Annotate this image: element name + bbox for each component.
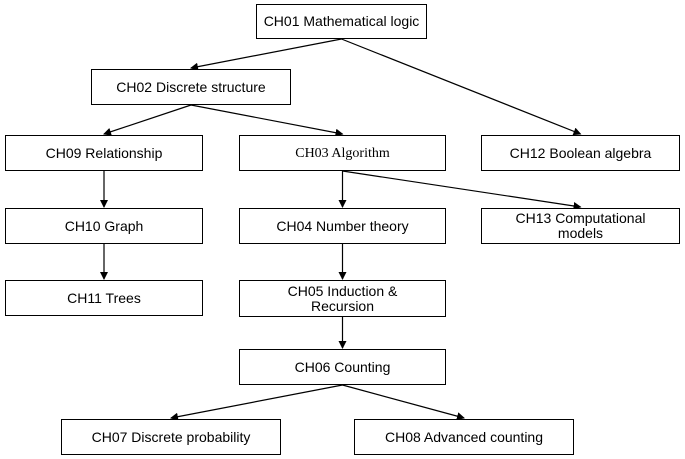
edge-ch02-to-ch09 xyxy=(103,104,192,136)
node-ch07-label: CH07 Discrete probability xyxy=(91,428,251,445)
node-ch02-discrete-structure: CH02 Discrete structure xyxy=(91,69,291,105)
node-ch13-computational-models: CH13 Computational models xyxy=(481,208,680,244)
edge-ch01-to-ch12 xyxy=(341,38,582,136)
node-ch12-label: CH12 Boolean algebra xyxy=(509,144,652,161)
node-ch06-label: CH06 Counting xyxy=(294,358,391,375)
node-ch12-boolean-algebra: CH12 Boolean algebra xyxy=(481,135,680,171)
node-ch13-label-line2: models xyxy=(557,225,604,241)
edge-ch06-to-ch07 xyxy=(170,384,343,421)
node-ch07-discrete-probability: CH07 Discrete probability xyxy=(61,419,281,455)
node-ch11-trees: CH11 Trees xyxy=(5,280,203,316)
node-ch05-label-line2: Recursion xyxy=(310,297,374,314)
node-ch03-label: CH03 Algorithm xyxy=(295,145,390,161)
node-ch13-label-line1: CH13 Computational xyxy=(515,210,646,226)
node-ch03-algorithm: CH03 Algorithm xyxy=(239,135,446,171)
node-ch05-label-line1: CH05 Induction & xyxy=(287,282,398,299)
node-ch08-label: CH08 Advanced counting xyxy=(385,428,543,445)
node-ch10-graph: CH10 Graph xyxy=(5,208,203,244)
node-ch10-label: CH10 Graph xyxy=(64,217,144,234)
edge-ch01-to-ch02 xyxy=(190,38,342,71)
node-ch11-label: CH11 Trees xyxy=(67,289,141,306)
node-ch04-number-theory: CH04 Number theory xyxy=(239,208,446,244)
edge-ch02-to-ch03 xyxy=(190,104,344,137)
node-ch08-advanced-counting: CH08 Advanced counting xyxy=(354,419,574,455)
node-ch01-label: CH01 Mathematical logic xyxy=(263,13,420,29)
node-ch06-counting: CH06 Counting xyxy=(239,349,446,385)
edge-ch06-to-ch08 xyxy=(342,384,465,421)
node-ch05-induction-recursion: CH05 Induction & Recursion xyxy=(239,280,446,317)
node-ch09-label: CH09 Relationship xyxy=(45,144,163,161)
node-ch13-text: CH13 Computational models xyxy=(516,211,646,241)
node-ch02-label: CH02 Discrete structure xyxy=(116,78,266,95)
node-ch01-mathematical-logic: CH01 Mathematical logic xyxy=(256,4,427,39)
edge-ch03-to-ch13 xyxy=(342,170,582,210)
node-ch04-label: CH04 Number theory xyxy=(276,217,409,234)
node-ch05-text: CH05 Induction & Recursion xyxy=(287,282,398,314)
node-ch09-relationship: CH09 Relationship xyxy=(5,135,203,171)
